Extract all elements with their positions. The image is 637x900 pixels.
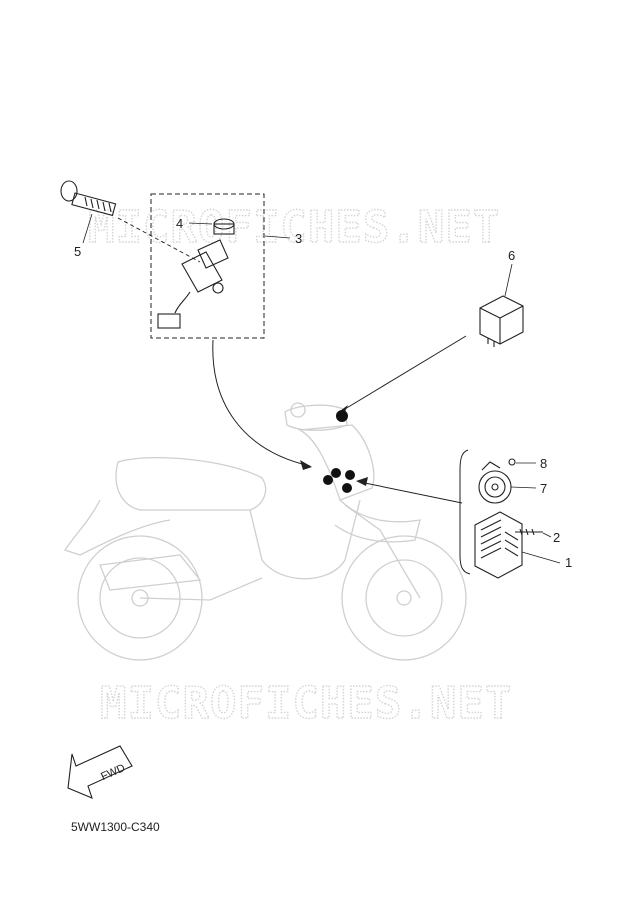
callout-3: 3	[295, 231, 302, 246]
regulator-part	[474, 511, 543, 579]
key-switch-part	[157, 218, 235, 329]
bolt-part	[60, 180, 201, 263]
key-switch-group-box	[150, 193, 265, 339]
callout-6: 6	[508, 248, 515, 263]
location-arrows	[212, 335, 467, 504]
callout-7: 7	[540, 481, 547, 496]
callout-1: 1	[565, 555, 572, 570]
relay-part	[479, 295, 524, 347]
callout-2: 2	[553, 530, 560, 545]
callout-4: 4	[176, 216, 183, 231]
group-bracket	[459, 449, 471, 575]
callout-8: 8	[540, 456, 547, 471]
horn-part	[478, 458, 516, 504]
fwd-arrow-icon: FWD	[67, 745, 133, 799]
fwd-label: FWD	[99, 762, 127, 783]
scooter-outline	[63, 402, 467, 661]
callout-5: 5	[74, 244, 81, 259]
diagram-code: 5WW1300-C340	[71, 820, 160, 834]
callout-leaders	[82, 213, 561, 564]
watermark-top: MICROFICHES.NET	[88, 202, 500, 253]
watermark-bottom: MICROFICHES.NET	[100, 678, 512, 729]
